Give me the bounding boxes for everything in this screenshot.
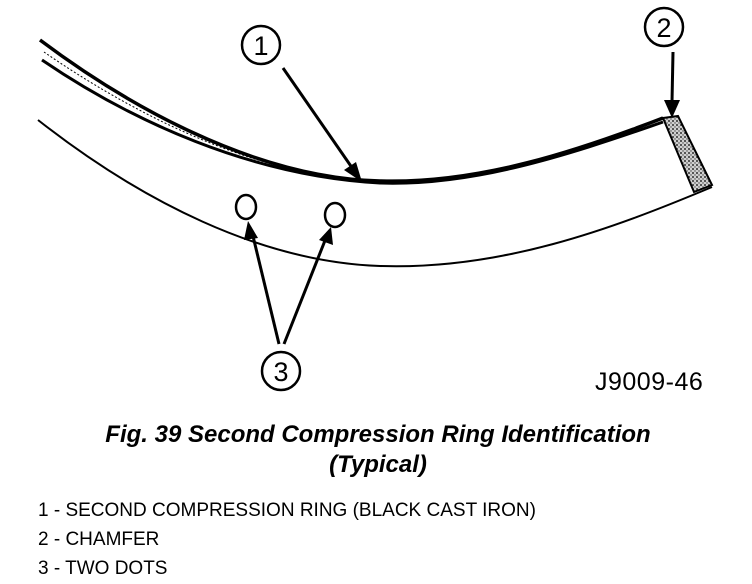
callout-1-leader bbox=[281, 67, 357, 173]
callout-2-circle bbox=[643, 6, 685, 48]
ring-outer-edge-inner-line bbox=[41, 58, 664, 185]
dot-right bbox=[323, 201, 347, 229]
callout-1-number: 1 bbox=[253, 31, 268, 61]
chamfer bbox=[661, 114, 714, 194]
legend-item: 2 - CHAMFER bbox=[38, 529, 160, 550]
callout-3-arrowhead-left bbox=[244, 221, 258, 240]
callout-2-arrowhead bbox=[664, 100, 680, 118]
callout-3-number: 3 bbox=[273, 357, 288, 387]
ring-outer-edge-shading bbox=[43, 51, 381, 183]
legend-item: 1 - SECOND COMPRESSION RING (BLACK CAST … bbox=[38, 500, 536, 521]
ring-outer-edge bbox=[38, 38, 664, 183]
ring-inner-edge bbox=[37, 119, 713, 268]
callout-3-leader-left bbox=[250, 231, 281, 345]
callout-3-arrowhead-right bbox=[319, 227, 333, 245]
callout-3-circle bbox=[260, 350, 302, 392]
callout-2-number: 2 bbox=[656, 13, 671, 43]
legend: 1 - SECOND COMPRESSION RING (BLACK CAST … bbox=[38, 496, 536, 583]
callout-1-arrowhead bbox=[344, 162, 362, 182]
legend-item: 3 - TWO DOTS bbox=[38, 558, 168, 579]
callout-1-circle bbox=[240, 24, 282, 66]
caption-line-2: (Typical) bbox=[329, 451, 427, 478]
dot-left bbox=[234, 193, 258, 221]
ring-drawing: 1 2 3 bbox=[37, 6, 714, 392]
figure-caption: Fig. 39 Second Compression Ring Identifi… bbox=[0, 420, 752, 480]
caption-line-1: Fig. 39 Second Compression Ring Identifi… bbox=[105, 421, 651, 448]
callout-2-leader bbox=[670, 51, 675, 103]
figure-code: J9009-46 bbox=[595, 368, 704, 396]
callout-3-leader-right bbox=[282, 237, 328, 345]
